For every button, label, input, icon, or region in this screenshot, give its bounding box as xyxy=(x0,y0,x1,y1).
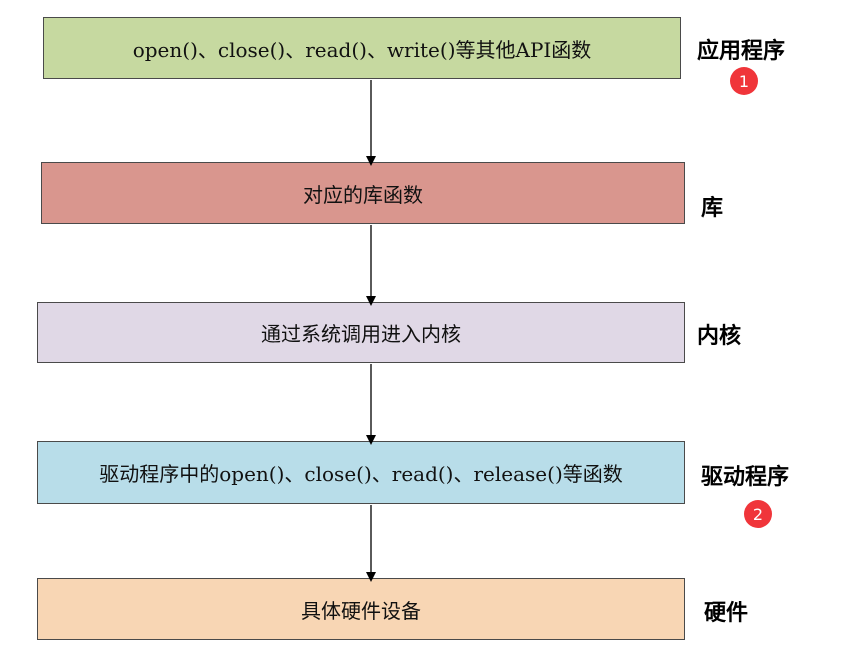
hardware-layer-label: 硬件 xyxy=(704,601,749,626)
driver-layer-label: 驱动程序 xyxy=(701,465,790,490)
kernel-layer-box: 通过系统调用进入内核 xyxy=(37,302,685,363)
hardware-layer-text: 具体硬件设备 xyxy=(301,598,421,623)
library-layer-box: 对应的库函数 xyxy=(41,162,685,224)
application-layer-box: open()、close()、read()、write()等其他API函数 xyxy=(43,17,681,79)
driver-layer-box: 驱动程序中的open()、close()、read()、release()等函数 xyxy=(37,441,685,504)
library-layer-label: 库 xyxy=(701,196,724,221)
hardware-layer-box: 具体硬件设备 xyxy=(37,578,685,640)
driver-layer-text: 驱动程序中的open()、close()、read()、release()等函数 xyxy=(99,462,623,486)
kernel-layer-label: 内核 xyxy=(697,324,742,349)
step-badge-1: 1 xyxy=(730,67,758,95)
application-layer-label: 应用程序 xyxy=(697,39,786,64)
application-layer-text: open()、close()、read()、write()等其他API函数 xyxy=(132,37,592,62)
kernel-layer-text: 通过系统调用进入内核 xyxy=(261,322,461,346)
step-badge-2: 2 xyxy=(744,500,772,528)
library-layer-text: 对应的库函数 xyxy=(303,182,423,207)
